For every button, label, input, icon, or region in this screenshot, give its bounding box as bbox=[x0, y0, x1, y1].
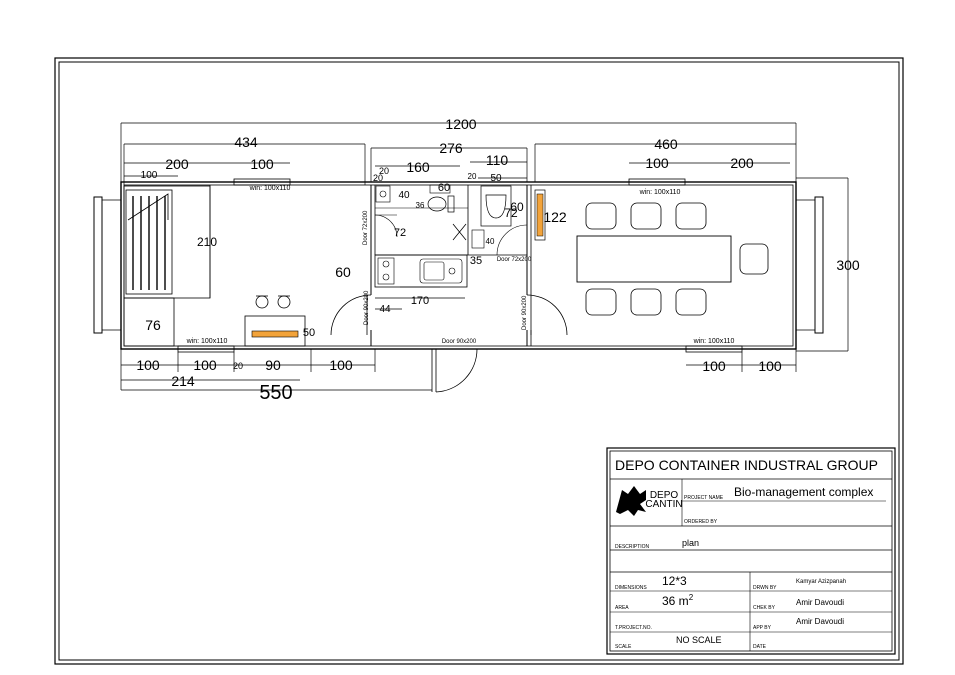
dim-overall-length: 1200 bbox=[445, 116, 476, 132]
dim-60-shower: 60 bbox=[510, 200, 524, 214]
dim-middle-section: 276 bbox=[439, 140, 463, 156]
dim-72: 72 bbox=[504, 206, 518, 220]
dim-win-top-left: 100 bbox=[250, 156, 274, 172]
dim-35: 35 bbox=[470, 255, 482, 267]
label-win-bottom-left: win: 100x110 bbox=[186, 338, 228, 345]
dim-50-b: 50 bbox=[490, 173, 502, 184]
scale-value: NO SCALE bbox=[676, 635, 722, 645]
dim-bottom-100-c: 100 bbox=[329, 357, 353, 373]
checked-by: Amir Davoudi bbox=[796, 598, 844, 607]
dim-bottom-right-100-b: 100 bbox=[758, 358, 782, 374]
dim-bottom-90: 90 bbox=[265, 357, 281, 373]
project-name: Bio-management complex bbox=[734, 485, 873, 499]
logo: DEPO CANTIN bbox=[616, 486, 683, 516]
description-label: DESCRIPTION bbox=[615, 544, 650, 550]
dimension-labels: 1200 434 276 460 200 100 100 160 110 100… bbox=[136, 116, 860, 404]
ordered-by-label: ORDERED BY bbox=[684, 519, 718, 525]
dim-40-b: 40 bbox=[486, 237, 495, 246]
wc-fixtures bbox=[374, 184, 467, 241]
dim-170: 170 bbox=[411, 295, 429, 307]
label-door-left: Door 90x200 bbox=[364, 290, 370, 325]
dim-wall-60: 60 bbox=[335, 264, 351, 280]
griffin-logo-icon bbox=[616, 486, 646, 516]
shower-fixtures bbox=[471, 185, 546, 256]
container-walls bbox=[93, 181, 824, 350]
dim-depth: 300 bbox=[836, 257, 860, 273]
dimensions-value: 12*3 bbox=[662, 574, 687, 588]
dim-right-section: 460 bbox=[654, 136, 678, 152]
label-door-main: Door 90x200 bbox=[442, 339, 477, 345]
dim-20-c: 20 bbox=[468, 172, 477, 181]
label-door-wc: Door 72x200 bbox=[363, 210, 369, 245]
label-win-top-left: win: 100x110 bbox=[249, 185, 291, 192]
dim-bottom-100-a: 100 bbox=[136, 357, 160, 373]
dimensions-label: DIMENSIONS bbox=[615, 585, 647, 591]
bedside-cabinet bbox=[123, 297, 175, 347]
scale-label: SCALE bbox=[615, 644, 632, 650]
area-value: 36 m2 bbox=[662, 593, 694, 608]
dim-bottom-right-100-a: 100 bbox=[702, 358, 726, 374]
company-name: DEPO CONTAINER INDUSTRAL GROUP bbox=[615, 457, 878, 473]
project-no-label: T.PROJECT.NO. bbox=[615, 625, 652, 631]
approved-by: Amir Davoudi bbox=[796, 617, 844, 626]
logo-text-line2: CANTIN bbox=[645, 499, 682, 510]
project-name-label: PROJECT NAME bbox=[684, 495, 724, 501]
label-door-right: Door 90x200 bbox=[522, 295, 528, 330]
dim-shower-width: 110 bbox=[486, 152, 509, 168]
dim-36: 36 bbox=[416, 201, 425, 210]
dim-40-mirror: 40 bbox=[398, 190, 410, 201]
annotation-labels: win: 100x110 win: 100x110 win: 100x110 w… bbox=[186, 185, 735, 345]
drawn-by-label: DRWN BY bbox=[753, 585, 777, 591]
description-value: plan bbox=[682, 538, 699, 548]
dim-bed-length: 210 bbox=[197, 235, 217, 249]
kitchen-unit bbox=[374, 254, 468, 288]
dim-60-c: 60 bbox=[438, 182, 450, 194]
dim-20-a: 20 bbox=[379, 166, 389, 176]
logo-text-line1: DEPO bbox=[650, 490, 679, 501]
drawn-by: Kamyar Azizpanah bbox=[796, 579, 846, 585]
dim-76: 76 bbox=[145, 317, 161, 333]
dim-bottom-20: 20 bbox=[233, 361, 243, 371]
dim-44: 44 bbox=[379, 304, 391, 315]
bed bbox=[123, 185, 211, 299]
title-block-text: DEPO CONTAINER INDUSTRAL GROUP PROJECT N… bbox=[615, 457, 878, 650]
dimension-lines bbox=[120, 122, 849, 391]
label-win-bottom-right: win: 100x110 bbox=[693, 338, 735, 345]
approved-by-label: APP BY bbox=[753, 625, 772, 631]
label-win-top-right: win: 100x110 bbox=[639, 189, 681, 196]
area-superscript: 2 bbox=[689, 593, 694, 602]
dim-bottom-550: 550 bbox=[259, 382, 292, 404]
dim-bottom-100-b: 100 bbox=[193, 357, 217, 373]
dim-bottom-214: 214 bbox=[171, 373, 195, 389]
dim-50-bench: 50 bbox=[303, 327, 315, 339]
window-markers bbox=[177, 178, 743, 353]
dim-win-top-right-2: 200 bbox=[730, 155, 754, 171]
desk-with-chairs bbox=[244, 295, 306, 347]
dim-win-top-right-1: 100 bbox=[645, 155, 669, 171]
meeting-table bbox=[576, 202, 769, 316]
label-door-shower: Door 72x200 bbox=[497, 257, 532, 263]
dim-bed-width: 200 bbox=[165, 156, 189, 172]
title-block bbox=[606, 447, 896, 655]
doors bbox=[330, 294, 568, 393]
checked-by-label: CHEK BY bbox=[753, 605, 776, 611]
area-label: AREA bbox=[615, 605, 629, 611]
date-label: DATE bbox=[753, 644, 767, 650]
sheet-border bbox=[54, 57, 904, 665]
dim-bed-top: 100 bbox=[141, 170, 158, 181]
dim-122: 122 bbox=[543, 209, 567, 225]
dim-left-section: 434 bbox=[234, 134, 258, 150]
dim-wc-width: 160 bbox=[406, 159, 430, 175]
dim-20-b: 20 bbox=[373, 173, 383, 183]
dim-72-b: 72 bbox=[394, 227, 406, 239]
